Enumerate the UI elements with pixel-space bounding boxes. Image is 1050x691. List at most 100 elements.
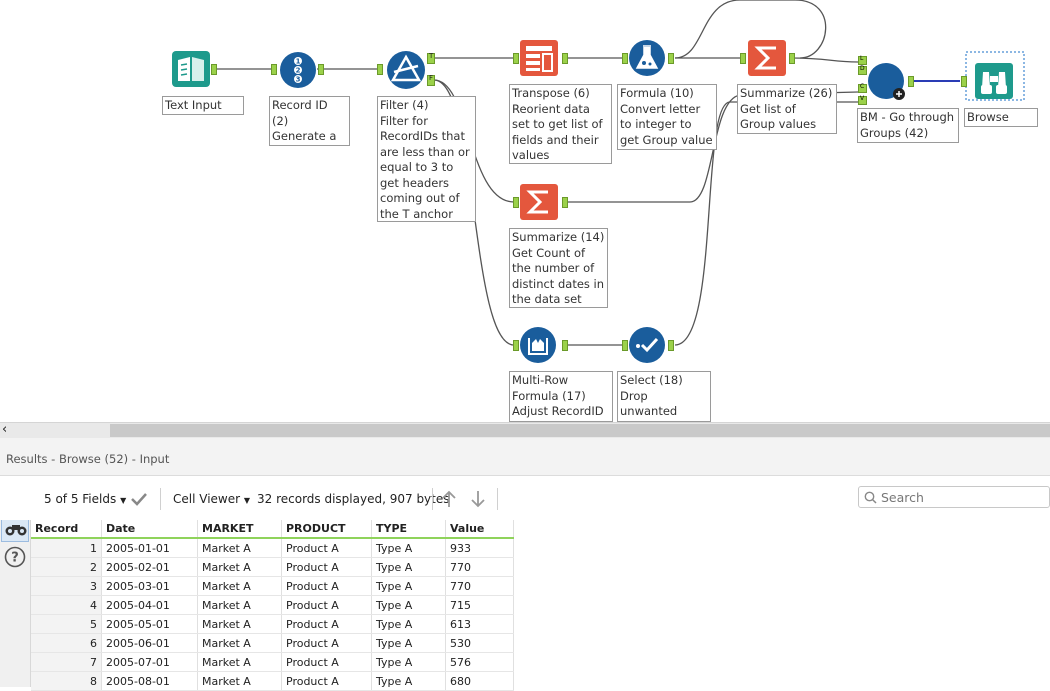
table-cell[interactable]: Market A [197,633,282,653]
apply-check-icon[interactable] [131,492,147,506]
table-cell[interactable]: 2005-08-01 [101,671,198,691]
record-number-cell[interactable]: 1 [31,538,102,558]
table-cell[interactable]: Product A [281,595,372,615]
macro-port-c[interactable]: C [858,83,867,93]
table-cell[interactable]: 770 [445,557,514,577]
arrow-up-icon[interactable] [441,490,457,508]
filter-tool[interactable] [386,50,426,90]
multi-row-tool[interactable] [519,326,557,364]
table-cell[interactable]: 715 [445,595,514,615]
macro-port-v[interactable]: V [858,95,867,105]
column-header[interactable]: Date [101,520,198,539]
table-cell[interactable]: Market A [197,614,282,634]
table-cell[interactable]: 2005-03-01 [101,576,198,596]
table-cell[interactable]: Product A [281,633,372,653]
formula-tool[interactable] [628,39,666,77]
table-cell[interactable]: 2005-01-01 [101,538,198,558]
table-cell[interactable]: 2005-06-01 [101,633,198,653]
text-input-tool[interactable] [172,51,210,87]
select-output-port[interactable] [668,340,674,351]
table-cell[interactable]: Type A [371,538,446,558]
wire-select-to-macro[interactable] [674,101,858,346]
text-input-output-port[interactable] [211,64,217,75]
browse-tool[interactable] [975,63,1013,99]
help-icon[interactable]: ? [4,546,26,568]
table-cell[interactable]: 2005-05-01 [101,614,198,634]
macro-port-d[interactable]: D [858,65,867,75]
column-header[interactable]: Value [445,520,514,539]
record-number-cell[interactable]: 7 [31,652,102,672]
table-cell[interactable]: Type A [371,557,446,577]
summarize26-output-port[interactable] [789,53,795,64]
record-number-cell[interactable]: 6 [31,633,102,653]
column-header[interactable]: Record [31,520,102,539]
table-cell[interactable]: Type A [371,576,446,596]
table-cell[interactable]: Market A [197,671,282,691]
table-cell[interactable]: 2005-02-01 [101,557,198,577]
record-number-cell[interactable]: 4 [31,595,102,615]
wire-summarize-to-macro[interactable] [789,57,859,63]
table-cell[interactable]: 770 [445,576,514,596]
scrollbar-thumb[interactable] [110,424,1050,437]
multirow-input-port[interactable] [513,340,519,351]
table-cell[interactable]: 680 [445,671,514,691]
record-id-tool[interactable]: 1 2 3 [279,51,317,89]
formula-input-port[interactable] [622,53,628,64]
fields-dropdown[interactable]: 5 of 5 Fields ▼ [44,492,127,506]
record-number-cell[interactable]: 3 [31,576,102,596]
workflow-canvas[interactable]: Text Input (1) 1 2 3 Record ID (2)Genera… [0,0,1050,422]
wire-summarize14-to-macro[interactable] [563,91,859,203]
table-cell[interactable]: Product A [281,614,372,634]
column-header[interactable]: PRODUCT [281,520,372,539]
scroll-left-icon[interactable]: ‹ [2,422,8,437]
summarize-14-tool[interactable] [520,184,558,220]
table-cell[interactable]: Market A [197,652,282,672]
summarize14-output-port[interactable] [562,197,568,208]
column-header[interactable]: MARKET [197,520,282,539]
macro-output-port[interactable] [908,76,914,87]
arrow-down-icon[interactable] [470,490,486,508]
table-cell[interactable]: Product A [281,576,372,596]
table-cell[interactable]: Market A [197,538,282,558]
table-cell[interactable]: 576 [445,652,514,672]
table-cell[interactable]: Type A [371,595,446,615]
table-cell[interactable]: Market A [197,557,282,577]
wire-formula-to-macro-d[interactable] [674,0,827,59]
table-cell[interactable]: Market A [197,595,282,615]
summarize-26-tool[interactable] [748,40,786,76]
transpose-tool[interactable] [520,40,558,76]
summarize14-input-port[interactable] [513,197,519,208]
browse-input-port[interactable] [961,76,967,87]
formula-output-port[interactable] [668,53,674,64]
table-cell[interactable]: Market A [197,576,282,596]
multirow-output-port[interactable] [562,340,568,351]
table-cell[interactable]: 933 [445,538,514,558]
table-cell[interactable]: 2005-07-01 [101,652,198,672]
table-cell[interactable]: Product A [281,652,372,672]
filter-true-port[interactable]: T [427,52,435,64]
search-input[interactable]: Search [858,486,1050,508]
table-cell[interactable]: 530 [445,633,514,653]
record-number-cell[interactable]: 5 [31,614,102,634]
macro-port-l[interactable]: L [858,55,867,65]
table-cell[interactable]: Product A [281,538,372,558]
transpose-input-port[interactable] [513,53,519,64]
table-cell[interactable]: 2005-04-01 [101,595,198,615]
table-cell[interactable]: Product A [281,557,372,577]
table-cell[interactable]: 613 [445,614,514,634]
record-number-cell[interactable]: 2 [31,557,102,577]
canvas-horizontal-scrollbar[interactable]: ‹ [0,422,1050,438]
record-number-cell[interactable]: 8 [31,671,102,691]
table-cell[interactable]: Product A [281,671,372,691]
recordid-input-port[interactable] [271,64,277,75]
transpose-output-port[interactable] [562,53,568,64]
select-input-port[interactable] [622,340,628,351]
cell-viewer-dropdown[interactable]: Cell Viewer ▼ [173,492,251,506]
filter-false-port[interactable]: F [427,74,435,86]
